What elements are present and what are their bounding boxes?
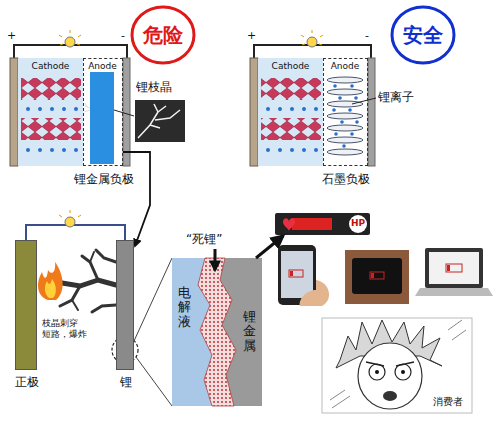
cathode-bg [258, 58, 323, 166]
lithium-anode [90, 72, 114, 164]
polarity-sign: + [247, 29, 256, 42]
node-text: Anode [84, 61, 121, 72]
node-text: 石墨负极 [296, 172, 396, 186]
lithium-electrode: 锂 [116, 240, 134, 370]
ions [26, 107, 78, 152]
lattice [261, 118, 321, 140]
note: 枝晶刺穿 短路，爆炸 [42, 318, 102, 340]
wire [26, 225, 125, 240]
zoom-line [136, 357, 172, 406]
node-text: Cathode [18, 61, 83, 72]
electrolyte-region: 电解液 [172, 258, 217, 406]
hp-fill [292, 218, 332, 230]
hp-bar: HP [275, 213, 370, 235]
ions [332, 84, 359, 148]
phone [278, 245, 329, 306]
consumer-panel: 消费者 [322, 318, 472, 413]
cathode-bg [18, 58, 83, 166]
collector [10, 58, 18, 166]
fire [38, 262, 63, 300]
dendrite [60, 250, 116, 312]
anode-box: Anode石墨负极 [323, 58, 368, 166]
heart [283, 218, 295, 231]
node-text: Anode [324, 61, 366, 72]
lattice [21, 118, 81, 140]
dead-lithium [198, 258, 236, 406]
positive-electrode: 正极 [15, 240, 37, 370]
node-text: 电解液 [178, 286, 191, 329]
part-label: 锂离子 [378, 90, 414, 104]
cathode-panel: Cathode [18, 58, 83, 166]
node-text: 锂 [101, 375, 151, 389]
node-text: 正极 [2, 375, 52, 389]
zoom-line [134, 258, 172, 341]
node-text: 安全 [390, 23, 456, 47]
lattice [261, 78, 321, 100]
safe-circle: 安全 [390, 5, 456, 65]
node-text: 锂金属 [243, 310, 256, 353]
bulb [59, 210, 81, 227]
hp-bar [275, 213, 370, 235]
lithium-metal-region: 锂金属 [217, 258, 262, 406]
polarity-sign: + [7, 29, 16, 42]
consumer-face [322, 318, 472, 413]
node-text: Cathode [258, 61, 323, 72]
part-label: 锂枝晶 [136, 80, 172, 94]
graphite [327, 77, 363, 155]
lattice [21, 78, 81, 100]
node-text: HP [347, 218, 369, 229]
part-label: “死锂” [186, 232, 222, 246]
collector [123, 58, 130, 166]
anode-box: Anode锂金属负极 [83, 58, 123, 166]
leader-line [352, 98, 376, 104]
bulb [301, 30, 323, 47]
cathode-panel: Cathode [258, 58, 323, 166]
connector-arrow [123, 152, 150, 246]
leader-line [114, 110, 134, 116]
bulb [59, 30, 81, 47]
node-text: 锂金属负极 [54, 172, 154, 186]
node-text: 消费者 [428, 396, 468, 408]
dendrite-photo [135, 100, 185, 142]
danger-circle: 危险 [130, 5, 196, 65]
node-text: 危险 [130, 23, 196, 47]
laptop [415, 248, 493, 296]
ions [266, 107, 318, 152]
polarity-sign: - [121, 29, 125, 42]
dendrite [84, 103, 90, 112]
tablet [345, 250, 409, 304]
polarity-sign: - [365, 29, 369, 42]
collector [368, 58, 375, 166]
collector [250, 58, 258, 166]
connector-arrow [256, 236, 283, 258]
pointer-arrow [214, 249, 217, 270]
